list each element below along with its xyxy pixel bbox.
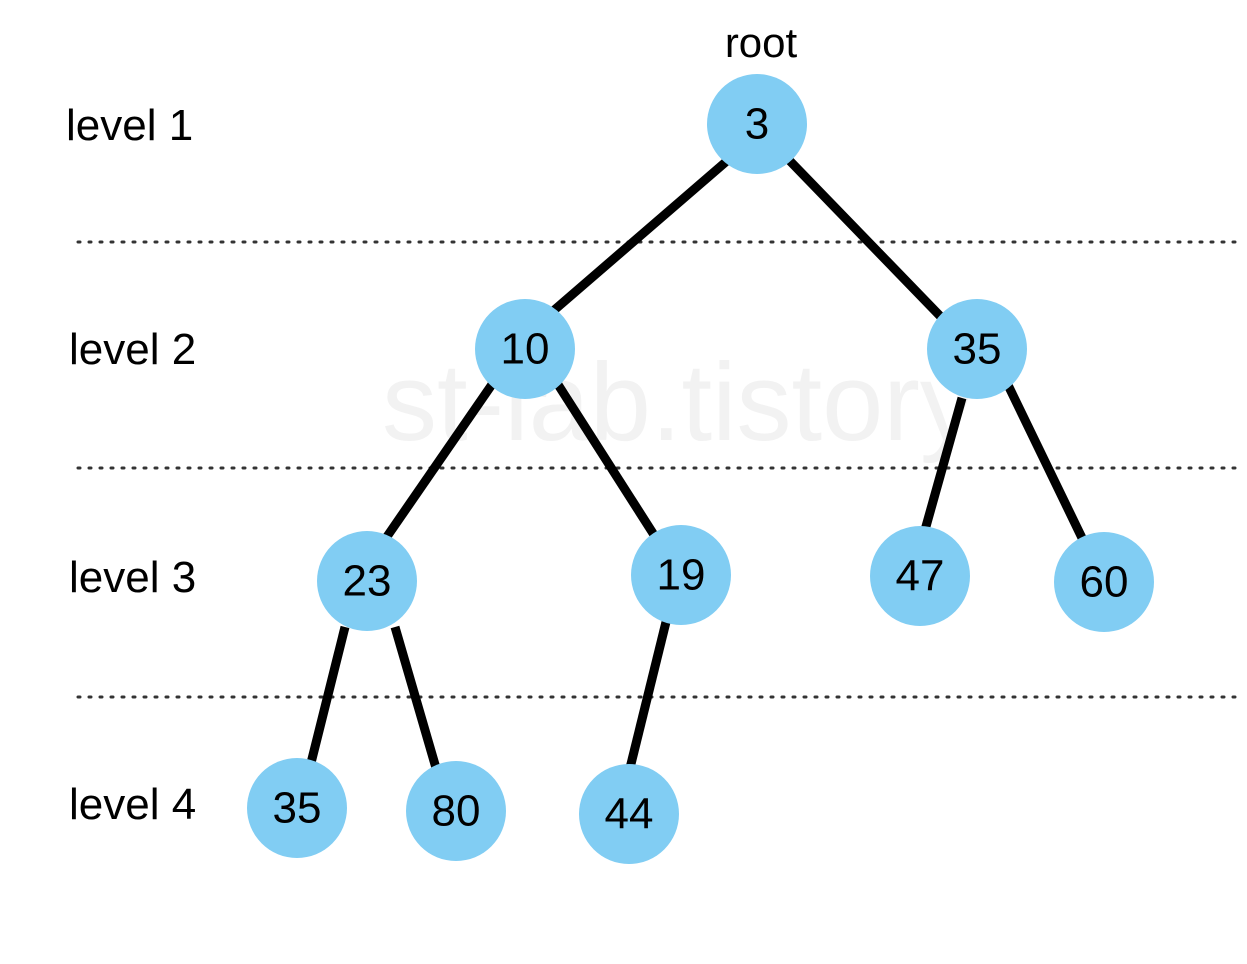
- watermark: st-lab.tistory: [382, 341, 975, 464]
- tree-edge: [785, 156, 946, 322]
- root-label: root: [725, 19, 798, 66]
- tree-node: 35: [927, 299, 1027, 399]
- node-circle: [475, 299, 575, 399]
- tree-node: 10: [475, 299, 575, 399]
- node-circle: [317, 531, 417, 631]
- tree-edge: [1003, 383, 1089, 544]
- node-value: 23: [343, 557, 392, 606]
- tree-edge: [625, 620, 671, 770]
- tree-node: 47: [870, 526, 970, 626]
- node-circle: [247, 758, 347, 858]
- node-value: 3: [745, 100, 769, 149]
- tree-node: 23: [317, 531, 417, 631]
- node-value: 47: [896, 552, 945, 601]
- tree-node: 3: [707, 74, 807, 174]
- tree-edge: [382, 380, 497, 541]
- node-value: 35: [953, 325, 1002, 374]
- node-circle: [927, 299, 1027, 399]
- node-value: 44: [605, 790, 654, 839]
- node-value: 10: [501, 325, 550, 374]
- node-circle: [1054, 532, 1154, 632]
- level-label: level 2: [69, 325, 196, 374]
- tree-nodes: 3 10 35 23 19 47 60 35: [247, 74, 1154, 864]
- node-circle: [870, 526, 970, 626]
- level-label: level 3: [69, 553, 196, 602]
- node-value: 60: [1080, 558, 1129, 607]
- node-circle: [406, 761, 506, 861]
- tree-node: 80: [406, 761, 506, 861]
- tree-node: 19: [631, 525, 731, 625]
- node-circle: [631, 525, 731, 625]
- node-value: 80: [432, 787, 481, 836]
- tree-edges: [306, 156, 1089, 770]
- tree-edge: [553, 380, 660, 541]
- level-labels: level 1 level 2 level 3 level 4: [66, 101, 196, 829]
- node-value: 19: [657, 551, 706, 600]
- tree-node: 44: [579, 764, 679, 864]
- node-value: 35: [273, 784, 322, 833]
- tree-edge: [920, 396, 967, 532]
- level-dividers: [76, 240, 1246, 699]
- node-circle: [707, 74, 807, 174]
- tree-edge: [390, 625, 441, 770]
- node-circle: [579, 764, 679, 864]
- tree-node: 60: [1054, 532, 1154, 632]
- level-label: level 1: [66, 101, 193, 150]
- tree-edge: [306, 625, 350, 765]
- tree-edge: [549, 156, 731, 316]
- tree-node: 35: [247, 758, 347, 858]
- level-label: level 4: [69, 780, 196, 829]
